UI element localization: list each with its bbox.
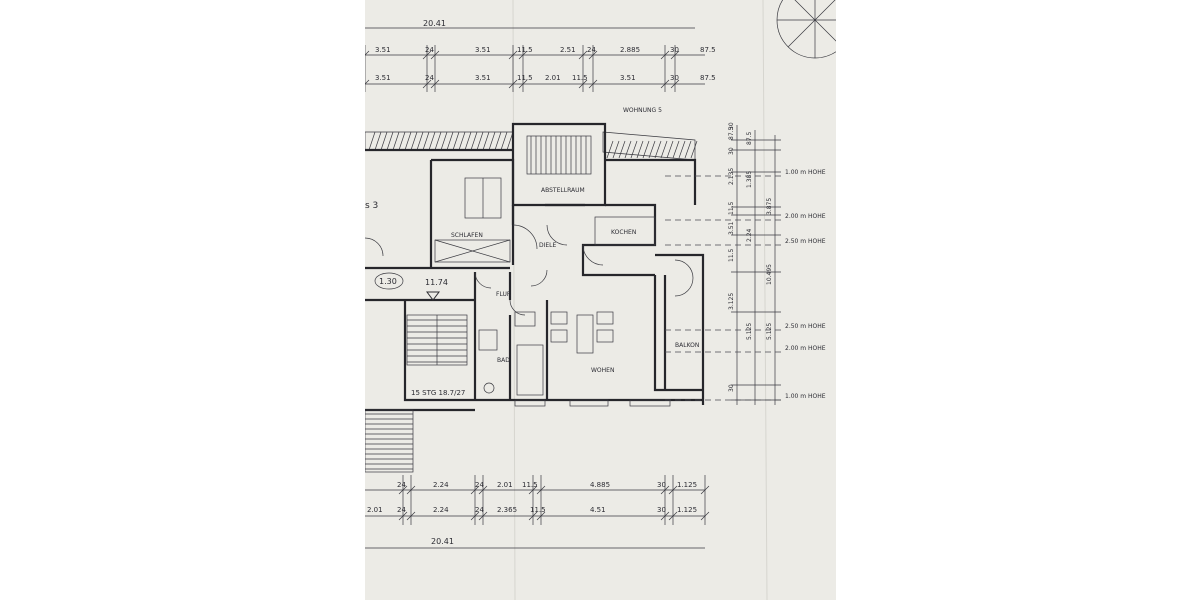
dim-top-row1: 3.51 [475,46,491,54]
dim-top-row2: 11.5 [517,74,533,82]
bottom-dimensions: 24 2.24 24 2.01 11.5 4.885 30 1.125 2.01 24 2.24 2… [365,475,710,549]
dim-bottom-row1: 11.5 [522,481,538,489]
room-labels: WOHNUNG 5 s 3 ABSTELLRAUM SCHLAFEN DIELE… [365,107,699,397]
room-abstellraum: ABSTELLRAUM [541,187,585,194]
height-label: 2.50 m HOHE [785,238,826,245]
room-diele: DIELE [539,242,557,249]
dim-bottom-row1: 24 [475,481,484,489]
dim-right-outer: 11.5 [728,248,735,262]
unit-left-label: s 3 [365,201,378,211]
dim-right-middle: 2.24 [746,228,753,242]
room-wohnen: WOHEN [591,367,614,374]
room-balkon: BALKON [675,342,699,349]
doors [365,224,694,316]
dim-top-row2: 3.51 [620,74,636,82]
dim-bottom-row2: 24 [475,506,484,514]
dim-right-middle: 5.125 [746,323,753,340]
dim-bottom-row2: 24 [397,506,406,514]
dim-bottom-row2: 2.01 [367,506,383,514]
dim-right-outer: 30 [728,122,735,130]
dim-right-inner: 10.495 [766,264,773,285]
dim-top-row2: 87.5 [700,74,716,82]
height-label: 2.00 m HOHE [785,345,826,352]
unit-label: WOHNUNG 5 [623,107,662,114]
dim-top-row2: 2.01 [545,74,561,82]
dim-right-middle: 87.5 [746,131,753,145]
dim-top-row2: 3.51 [375,74,391,82]
dim-top-row1: 30 [670,46,679,54]
height-label: 1.00 m HOHE [785,169,826,176]
level-triangle-icon [426,291,440,301]
dim-top-row1: 87.5 [700,46,716,54]
dim-top-row2: 30 [670,74,679,82]
height-label: 2.50 m HOHE [785,323,826,330]
dim-right-outer: 87.5 [728,126,735,140]
dim-bottom-row2: 4.51 [590,506,606,514]
dim-top-row2: 3.51 [475,74,491,82]
paper-fold [512,0,516,600]
dim-bottom-row2: 1.125 [677,506,697,514]
top-dimensions: 20.41 3.51 24 3.51 11.5 2.51 24 2.885 30 87.5 3.… [365,19,716,92]
height-label: 2.00 m HOHE [785,213,826,220]
dim-top-row1: 3.51 [375,46,391,54]
dim-right-inner: 3.875 [766,198,773,215]
dim-right-outer: 30 [728,384,735,392]
compass-rose-icon [776,0,836,59]
dim-right-outer: 11.5 [728,201,735,215]
dim-bottom-row1: 30 [657,481,666,489]
staircase [365,314,468,473]
dim-bottom-row1: 1.125 [677,481,697,489]
dim-bottom-row1: 2.01 [497,481,513,489]
dim-top-row2: 24 [425,74,434,82]
dim-top-row1: 2.885 [620,46,640,54]
dim-bottom-row2: 30 [657,506,666,514]
dim-bottom-row2: 2.24 [433,506,449,514]
paper-fold [762,0,768,600]
dim-overall-bottom: 20.41 [431,537,454,546]
dim-right-outer: 3.125 [728,293,735,310]
step-mark: 1.30 [379,277,397,286]
building-walls [365,122,705,412]
dim-right-middle: 1.385 [746,171,753,188]
dim-bottom-row1: 4.885 [590,481,610,489]
dim-top-row1: 11.5 [517,46,533,54]
dim-bottom-row2: 11.5 [530,506,546,514]
dim-right-outer: 3.51 [728,221,735,235]
dim-bottom-row1: 24 [397,481,406,489]
dim-bottom-row2: 2.365 [497,506,517,514]
dim-bottom-row1: 2.24 [433,481,449,489]
room-flur: FLUR [496,291,511,298]
stair-note: 15 STG 18.7/27 [411,389,465,397]
dim-top-row2: 11.5 [572,74,588,82]
room-schlafen: SCHLAFEN [451,232,483,239]
dim-right-outer: 30 [728,147,735,155]
room-kochen: KOCHEN [611,229,636,236]
dim-top-row1: 24 [587,46,596,54]
dim-right-inner: 5.125 [766,323,773,340]
fixtures [434,177,671,407]
dim-top-row1: 24 [425,46,434,54]
dim-right-outer: 2.135 [728,168,735,185]
room-bad: BAD [497,357,510,364]
height-label: 1.00 m HOHE [785,393,826,400]
dim-overall-top: 20.41 [423,19,446,28]
dim-top-row1: 2.51 [560,46,576,54]
level-mark: 11.74 [425,278,448,287]
